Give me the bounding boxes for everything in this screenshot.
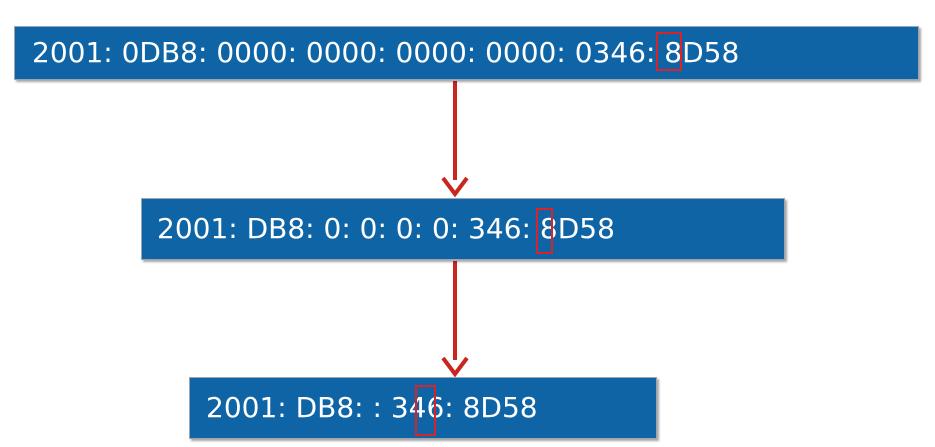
compressed-address-text: 2001: DB8: : 346: 8D58 xyxy=(206,391,538,424)
arrow-1 xyxy=(441,81,469,198)
leading-zeros-removed-text: 2001: DB8: 0: 0: 0: 0: 346: 8D58 xyxy=(157,212,615,245)
compressed-address-box: 2001: DB8: : 346: 8D58 xyxy=(189,377,657,439)
full-address-text: 2001: 0DB8: 0000: 0000: 0000: 0000: 0346… xyxy=(32,36,740,69)
leading-zeros-removed-box: 2001: DB8: 0: 0: 0: 0: 346: 8D58 xyxy=(141,198,785,260)
arrow-2 xyxy=(441,261,469,378)
full-address-box: 2001: 0DB8: 0000: 0000: 0000: 0000: 0346… xyxy=(14,26,919,80)
